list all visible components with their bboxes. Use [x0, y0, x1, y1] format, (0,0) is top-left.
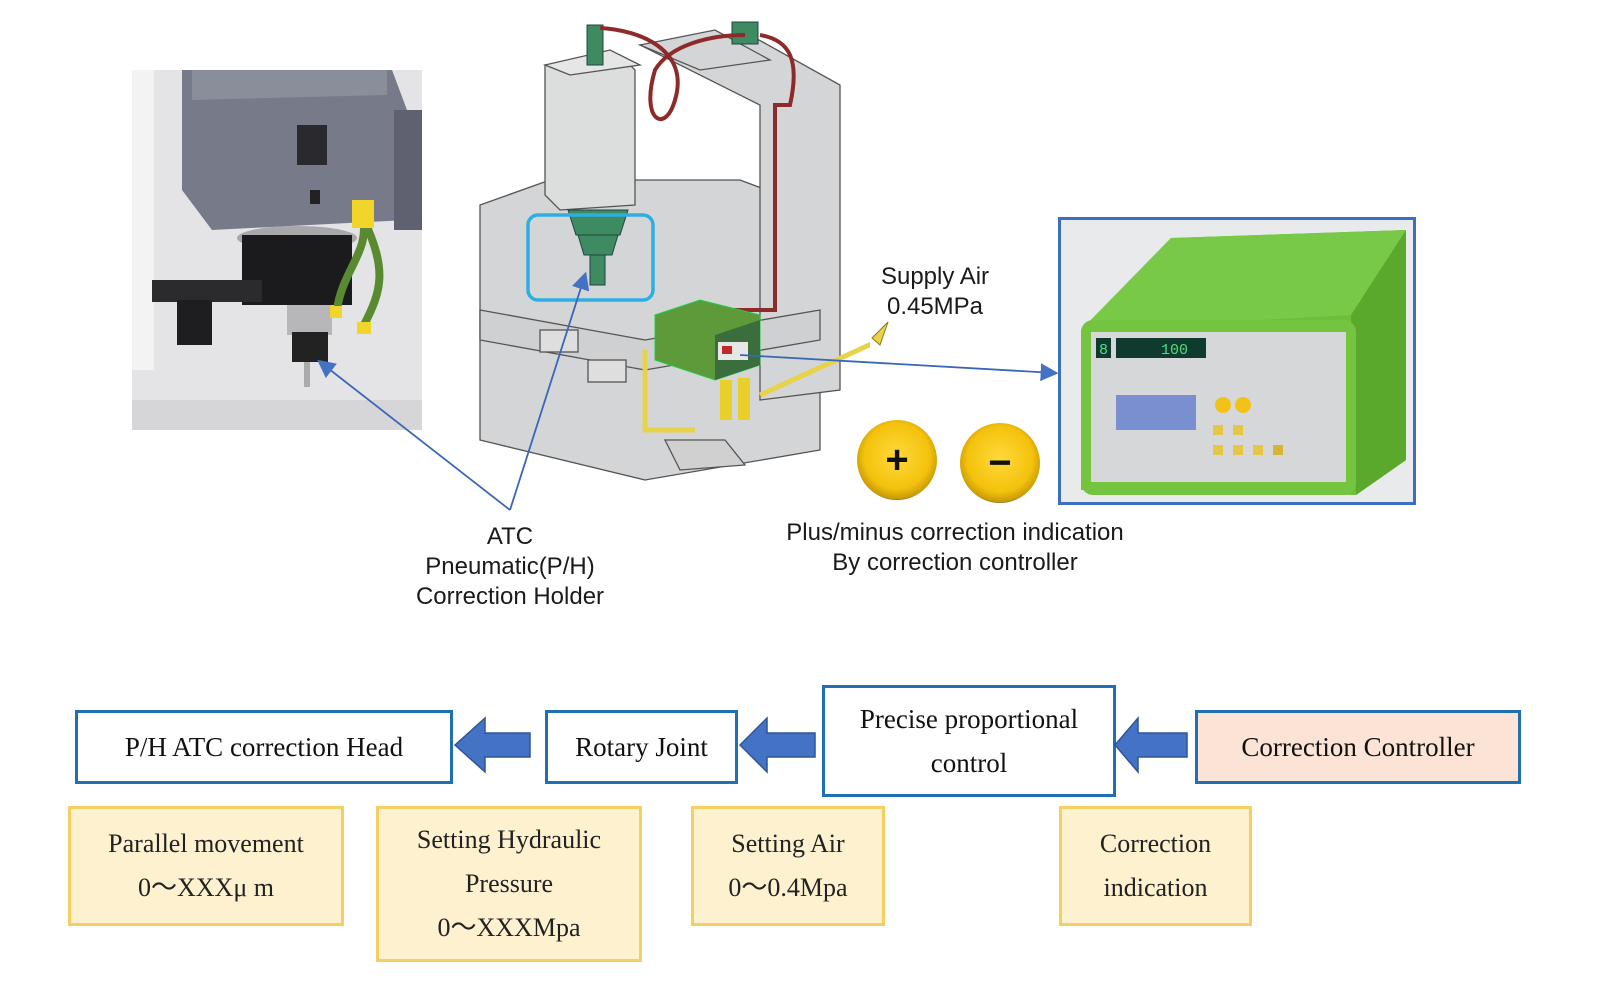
info-line: Parallel movement [108, 829, 304, 858]
info-box-correction-indication: Correction indication [1059, 806, 1252, 926]
leader-to-controller [739, 354, 1059, 382]
info-line: 0～XXXμ m [138, 873, 274, 902]
supply-air-arrowhead [871, 321, 889, 346]
controller-photo: 8 100 [1058, 217, 1416, 505]
flow-box-proportional-label: Precise proportional control [859, 704, 1079, 778]
holder-line-2: Pneumatic(P/H) [425, 553, 595, 580]
flow-box-rotary-label: Rotary Joint [575, 732, 708, 762]
info-box-setting-air: Setting Air 0～0.4Mpa [691, 806, 885, 926]
holder-line-3: Correction Holder [415, 583, 605, 610]
svg-text:100: 100 [1161, 342, 1188, 359]
supply-air-line-1: Supply Air [880, 263, 990, 290]
machine-drawing [470, 10, 882, 490]
machining-center-illustration [479, 21, 882, 481]
plus-minus-label: Plus/minus correction indication By corr… [740, 518, 1170, 578]
info-box-hydraulic-pressure: Setting Hydraulic Pressure 0～XXXMpa [376, 806, 642, 962]
flow-box-proportional-control: Precise proportional control [822, 685, 1116, 797]
flow-box-controller-label: Correction Controller [1241, 732, 1475, 762]
leader-to-holder [509, 271, 590, 511]
minus-icon: − [988, 440, 1012, 485]
leader-to-photo [317, 359, 511, 511]
info-line: 0～XXXMpa [437, 913, 581, 942]
spindle-photo-illustration [132, 70, 422, 430]
holder-label: ATC Pneumatic(P/H) Correction Holder [380, 522, 640, 612]
info-box-parallel-movement: Parallel movement 0～XXXμ m [68, 806, 344, 926]
plus-icon: + [885, 437, 909, 482]
plus-minus-line-1: Plus/minus correction indication [786, 519, 1124, 546]
info-line: 0～0.4Mpa [728, 873, 848, 902]
correction-controller-illustration: 8 100 [1081, 230, 1406, 495]
info-line: Correction [1099, 829, 1212, 858]
supply-air-label: Supply Air 0.45MPa [860, 262, 1010, 322]
svg-text:8: 8 [1099, 342, 1108, 359]
flow-box-correction-controller: Correction Controller [1195, 710, 1521, 784]
plus-button-graphic: + [857, 420, 937, 500]
flow-box-head: P/H ATC correction Head [75, 710, 453, 784]
holder-line-1: ATC [486, 523, 534, 550]
flow-box-head-label: P/H ATC correction Head [124, 732, 404, 762]
info-line: Setting Hydraulic [416, 825, 602, 854]
supply-air-line-2: 0.45MPa [886, 293, 984, 320]
info-line: Pressure [464, 869, 554, 898]
spindle-photo [132, 70, 422, 430]
info-line: indication [1103, 873, 1208, 902]
info-line: Setting Air [731, 829, 845, 858]
flow-box-rotary-joint: Rotary Joint [545, 710, 738, 784]
minus-button-graphic: − [960, 423, 1040, 503]
plus-minus-line-2: By correction controller [832, 549, 1078, 576]
holder-highlight-box [526, 213, 655, 302]
